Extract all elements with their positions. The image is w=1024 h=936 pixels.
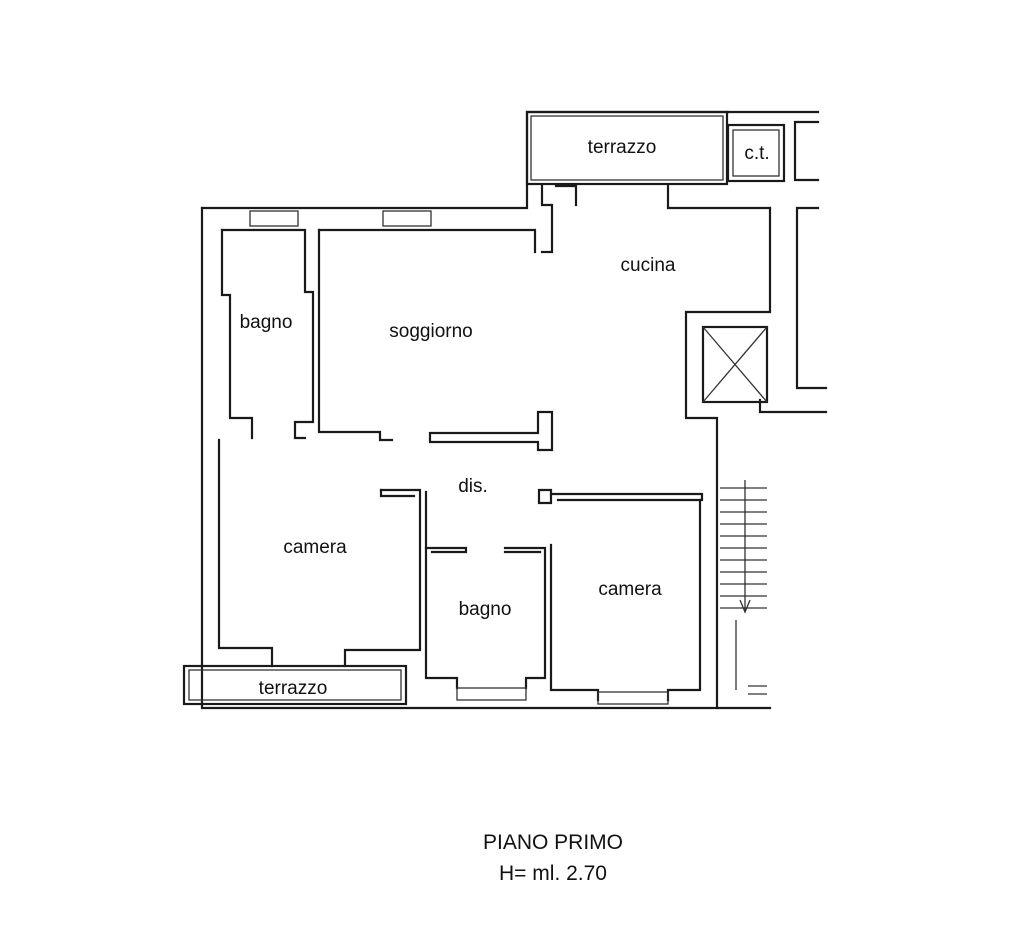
room-label-terrazzo-top: terrazzo [588, 137, 657, 158]
room-label-terrazzo-bottom: terrazzo [259, 678, 328, 699]
room-label-bagno-left: bagno [240, 312, 293, 333]
bedroom-left-walls [217, 438, 422, 668]
floor-caption: PIANO PRIMO [483, 831, 623, 854]
bathroom-left-walls [220, 228, 315, 440]
room-label-ct: c.t. [744, 143, 769, 164]
living-room-walls [317, 228, 554, 452]
room-label-dis: dis. [458, 476, 488, 497]
ct-room [726, 123, 786, 183]
staircase [720, 480, 767, 695]
kitchen-walls [540, 184, 772, 254]
room-label-bagno-center: bagno [459, 599, 512, 620]
windows [249, 210, 669, 705]
bathroom-center-walls [424, 490, 547, 690]
outer-walls [200, 110, 828, 710]
room-label-cucina: cucina [621, 255, 676, 276]
room-label-camera-right: camera [598, 579, 662, 600]
room-label-camera-left: camera [283, 537, 347, 558]
elevator-shaft [701, 325, 769, 404]
terrace-bottom [182, 664, 408, 706]
height-caption: H= ml. 2.70 [499, 862, 607, 885]
room-label-soggiorno: soggiorno [389, 321, 472, 342]
